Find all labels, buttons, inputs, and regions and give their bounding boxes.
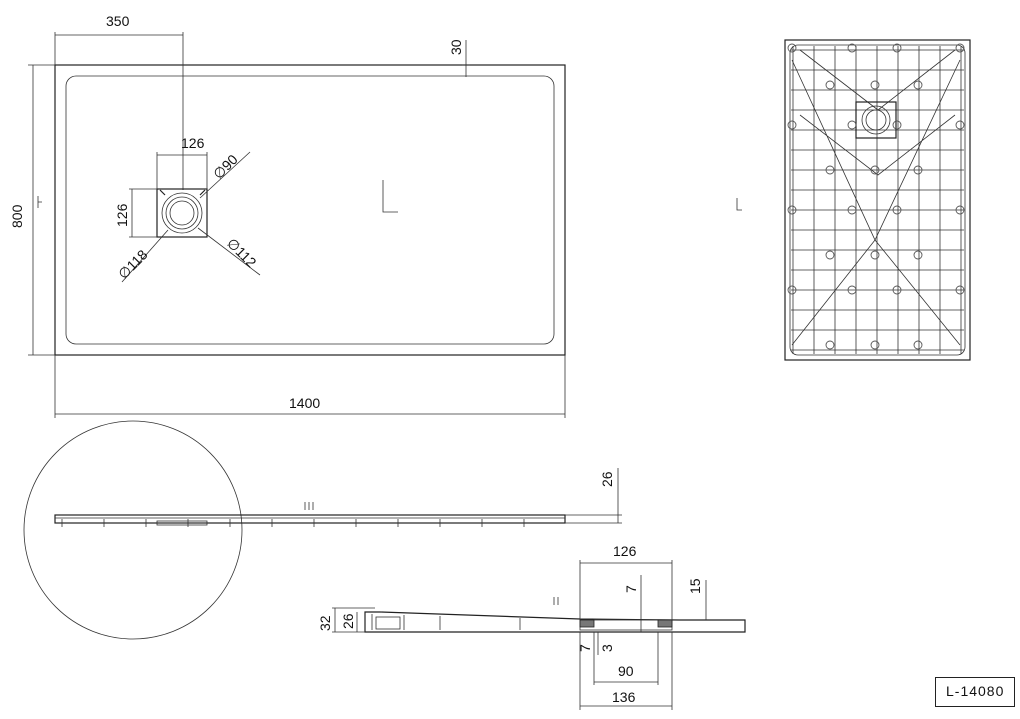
- support-foot: [913, 165, 923, 175]
- support-foot: [892, 120, 902, 130]
- detail-section: 126 7 15 32 26 7 3 90 136: [317, 543, 746, 710]
- support-foot: [787, 120, 797, 130]
- dim-rim: 30: [448, 39, 464, 55]
- tray-outline: [54, 64, 566, 356]
- dim-detail-gap: 3: [599, 644, 615, 652]
- model-code: L-14080: [946, 683, 1005, 699]
- dim-detail-slope: 15: [687, 578, 703, 594]
- tray-inner-rim: [65, 75, 555, 345]
- support-foot: [892, 205, 902, 215]
- plan-view: 350 30 800 1400 126 126: [9, 13, 566, 418]
- support-foot: [870, 165, 880, 175]
- support-foot: [955, 205, 965, 215]
- support-foot: [787, 43, 797, 53]
- dim-detail-hole: 90: [618, 663, 634, 679]
- support-foot: [870, 80, 880, 90]
- support-foot: [847, 43, 857, 53]
- support-foot: [847, 285, 857, 295]
- underside-outline: [784, 39, 971, 361]
- support-foot: [913, 250, 923, 260]
- dim-detail-offset: 7: [577, 644, 593, 652]
- dim-outlet-112: ∅112: [224, 235, 260, 271]
- support-foot: [825, 80, 835, 90]
- support-foot: [847, 205, 857, 215]
- drain-grate: [156, 188, 208, 238]
- support-foot: [825, 250, 835, 260]
- dim-outlet-118: ∅118: [115, 246, 151, 282]
- support-foot: [787, 205, 797, 215]
- support-foot: [870, 340, 880, 350]
- dim-grate-width: 126: [181, 135, 205, 151]
- dim-detail-base: 136: [612, 689, 636, 705]
- dim-outlet-90: ∅90: [210, 151, 241, 182]
- dim-width: 800: [9, 204, 25, 228]
- side-view: 26: [23, 420, 622, 640]
- dim-thickness: 26: [599, 471, 615, 487]
- dim-detail-total: 32: [317, 615, 333, 631]
- support-foot: [892, 43, 902, 53]
- support-foot: [955, 285, 965, 295]
- dim-detail-edge: 26: [340, 613, 356, 629]
- dim-detail-grate-lip: 7: [623, 585, 639, 593]
- support-foot: [913, 80, 923, 90]
- dim-grate-height: 126: [114, 203, 130, 227]
- support-foot: [913, 340, 923, 350]
- underside-view: [736, 39, 971, 361]
- support-foot: [825, 340, 835, 350]
- support-foot: [955, 120, 965, 130]
- support-foot: [787, 285, 797, 295]
- support-foot: [825, 165, 835, 175]
- support-foot: [870, 250, 880, 260]
- support-foot: [847, 120, 857, 130]
- dim-drain-offset: 350: [106, 13, 130, 29]
- dim-detail-grate-top: 126: [613, 543, 637, 559]
- support-foot: [955, 43, 965, 53]
- detail-circle: [23, 420, 243, 640]
- support-foot: [892, 285, 902, 295]
- dim-length: 1400: [289, 395, 320, 411]
- model-code-box: [935, 677, 1015, 707]
